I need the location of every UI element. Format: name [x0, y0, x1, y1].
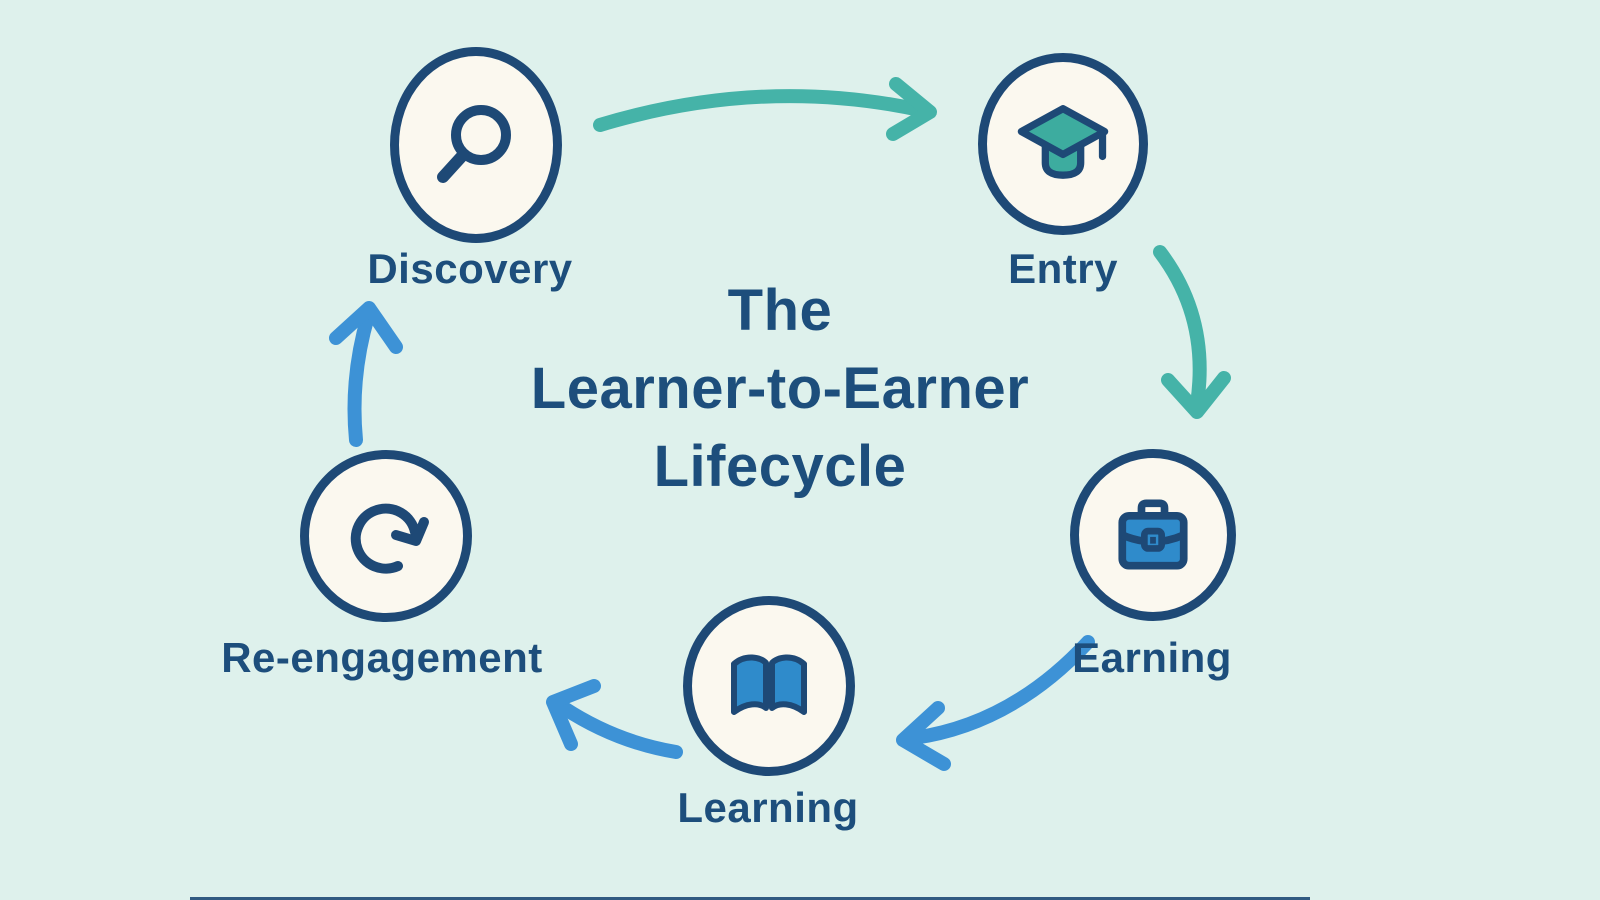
open-book-icon — [731, 654, 807, 715]
earning-label: Earning — [1072, 634, 1232, 681]
earning-circle — [1070, 449, 1236, 621]
arrow-earning-to-learning — [896, 635, 1095, 771]
magnifier-icon — [437, 105, 511, 183]
discovery-label: Discovery — [367, 245, 573, 292]
learning-circle — [683, 596, 855, 776]
arrow-learning-to-reengagement — [546, 679, 683, 759]
diagram-title: The Learner-to-Earner Lifecycle — [531, 272, 1029, 506]
arrow-discovery-to-entry — [593, 77, 937, 141]
refresh-icon — [350, 503, 429, 574]
re-engagement-label: Re-engagement — [221, 634, 543, 681]
arrow-entry-to-earning — [1153, 245, 1231, 419]
arrow-reengagement-to-discovery — [329, 301, 403, 447]
entry-circle — [978, 53, 1148, 235]
re-engagement-circle — [300, 450, 472, 622]
title-line-2: Learner-to-Earner — [530, 356, 1030, 421]
discovery-circle — [390, 47, 562, 243]
title-line-3: Lifecycle — [653, 434, 907, 499]
graduation-cap-icon — [1017, 105, 1109, 179]
entry-label: Entry — [1008, 245, 1118, 292]
learning-label: Learning — [677, 784, 859, 831]
bottom-divider-line — [190, 897, 1310, 900]
title-line-1: The — [727, 278, 833, 343]
briefcase-icon — [1118, 499, 1188, 570]
